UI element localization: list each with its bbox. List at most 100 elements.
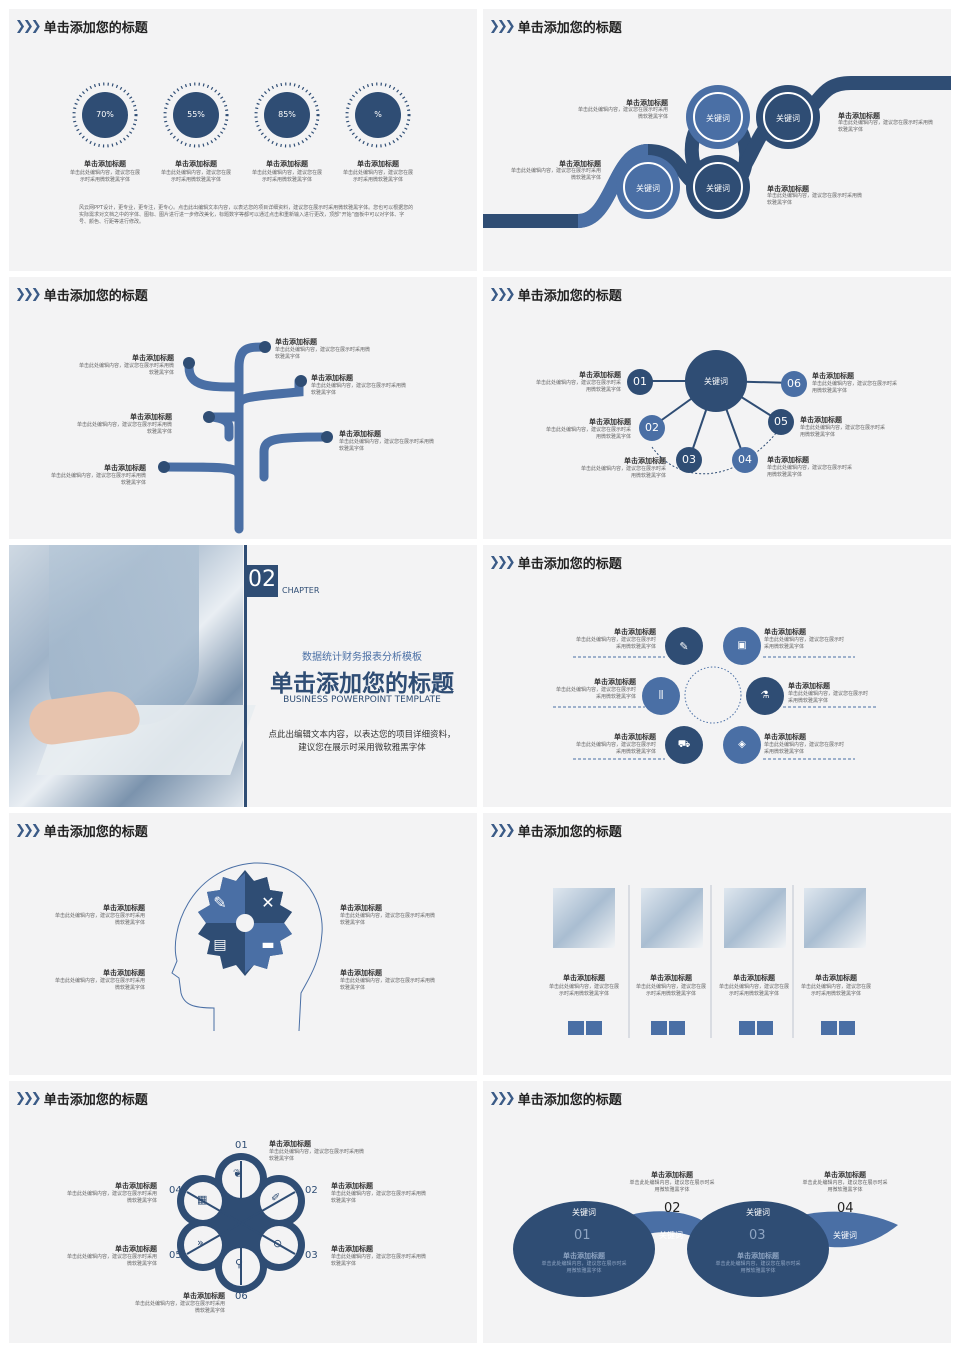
item-title: 单击添加标题 [183,1292,225,1300]
item-desc: 单击此处编辑内容，建议您在展示时采用微软雅黑字体 [343,170,414,183]
item-title: 单击添加标题 [800,416,842,424]
keyword-label: 关键词 [636,184,660,193]
node-number: 01 [633,375,647,388]
item-title: 单击添加标题 [559,160,601,168]
item-desc: 单击此处编辑内容，建议您在展示时采用微软雅黑字体 [838,120,934,133]
chevron-double-right-icon: ❯❯❯ [489,287,516,302]
slide-title-text: 单击添加您的标题 [43,21,148,36]
slide-title-text: 单击添加您的标题 [517,289,622,304]
item-desc: 单击此处编辑内容，建议您在展示时采用微软雅黑字体 [55,913,146,926]
flower-number: 03 [305,1250,318,1261]
keyword-label: 关键词 [704,377,728,386]
item-desc: 单击此处编辑内容，建议您在展示时采用微软雅黑字体 [331,1254,427,1267]
item-title: 单击添加标题 [175,160,217,168]
book-icon: ▦ [197,1193,208,1206]
item-desc: 单击此处编辑内容，建议您在展示时采用微软雅黑字体 [767,193,863,206]
item-desc: 单击此处编辑内容，建议您在展示时采用微软雅黑字体 [575,742,656,755]
item-title: 单击添加标题 [130,413,172,421]
item-desc: 单击此处编辑内容，建议您在展示时采用微软雅黑字体 [511,168,602,181]
item-desc: 单击此处编辑内容，建议您在展示时采用微软雅黑字体 [135,1301,226,1314]
chapter-subtitle: 数据统计财务报表分析模板 [302,652,422,663]
slide-9[interactable]: ❯❯❯单击添加您的标题 ❦ ✐ ⊙ ⚲ » ▦ 01 02 03 04 05 0… [9,1081,477,1343]
item-desc: 单击此处编辑内容，建议您在展示时采用微软雅黑字体 [331,1191,427,1204]
slide-title: ❯❯❯单击添加您的标题 [489,17,622,36]
chevron-double-right-icon: ❯❯❯ [489,555,516,570]
slide-4[interactable]: ❯❯❯单击添加您的标题 关键词 01 02 03 04 05 06 单击添加标题… [483,277,951,539]
item-title: 单击添加标题 [594,678,636,686]
slide-title: ❯❯❯单击添加您的标题 [15,17,148,36]
chapter-body-line1: 点此出编辑文本内容，以表达您的项目详细资料， [268,730,456,740]
wave-path [483,76,951,228]
item-title: 单击添加标题 [624,457,666,465]
keyword-label: 关键词 [833,1231,857,1240]
item-title: 单击添加标题 [614,628,656,636]
item-title: 单击添加标题 [589,418,631,426]
item-title: 单击添加标题 [579,371,621,379]
node-number: 05 [774,415,788,428]
slide-title-text: 单击添加您的标题 [43,1093,148,1108]
slide-2[interactable]: ❯❯❯单击添加您的标题 关键词 关键词 关键词 关键词 单击添加标题 单击此处编… [483,9,951,271]
item-desc: 单击此处编辑内容，建议您在展示时采用微软雅黑字体 [800,425,886,438]
item-title: 单击添加标题 [340,904,382,912]
item-desc: 单击此处编辑内容，建议您在展示时采用微软雅黑字体 [764,742,845,755]
tree-diagram [158,341,333,534]
slide-title-text: 单击添加您的标题 [517,557,622,572]
item-desc: 单击此处编辑内容，建议您在展示时采用微软雅黑字体 [275,347,371,360]
keyword-label: 关键词 [706,114,730,123]
folder-icon: ▬ [261,937,275,953]
item-desc: 单击此处编辑内容，建议您在展示时采用微软雅黑字体 [636,984,707,997]
item-title: 单击添加标题 [104,464,146,472]
clipboard-icon: ▤ [213,937,227,953]
pen-icon: ✎ [679,640,689,653]
step-number: 04 [837,1201,854,1216]
slide-7[interactable]: ❯❯❯单击添加您的标题 ✎ ✕ ▤ ▬ 单击添加标题 单击此处编辑内容，建议您在… [9,813,477,1075]
item-desc: 单击此处编辑内容，建议您在展示时采用微软雅黑字体 [575,637,656,650]
slide-1[interactable]: ❯❯❯单击添加您的标题 70% 55% 85% % 单击添加标题 单击添加标题 … [9,9,477,271]
slide-title: ❯❯❯单击添加您的标题 [15,285,148,304]
slide-title: ❯❯❯单击添加您的标题 [15,821,148,840]
photo-columns [553,885,866,1038]
forward-icon: » [197,1236,204,1249]
slide-title: ❯❯❯单击添加您的标题 [489,1089,622,1108]
item-desc: 单击此处编辑内容，建议您在展示时采用微软雅黑字体 [802,1180,888,1193]
item-desc: 单击此处编辑内容，建议您在展示时采用微软雅黑字体 [719,984,790,997]
item-title: 单击添加标题 [266,160,308,168]
oval-flow-diagram [513,1201,898,1297]
item-desc: 单击此处编辑内容，建议您在展示时采用微软雅黑字体 [788,691,869,704]
item-title: 单击添加标题 [767,456,809,464]
item-title: 单击添加标题 [115,1182,157,1190]
flower-diagram [177,1153,305,1293]
item-desc: 单击此处编辑内容，建议您在展示时采用微软雅黑字体 [629,1180,715,1193]
slide-10[interactable]: ❯❯❯单击添加您的标题 关键词 关键词 关键词 关键词 01 02 03 04 … [483,1081,951,1343]
chapter-number-box [244,565,278,597]
item-desc: 单击此处编辑内容，建议您在展示时采用微软雅黑字体 [340,978,436,991]
item-desc: 单击此处编辑内容，建议您在展示时采用微软雅黑字体 [764,637,845,650]
item-title: 单击添加标题 [824,1171,866,1179]
item-title: 单击添加标题 [115,1245,157,1253]
item-desc: 单击此处编辑内容，建议您在展示时采用微软雅黑字体 [581,466,667,479]
truck-icon: ⛟ [677,739,691,750]
item-title: 单击添加标题 [614,733,656,741]
oval-number: 03 [749,1228,766,1243]
item-desc: 单击此处编辑内容，建议您在展示时采用微软雅黑字体 [541,1261,627,1274]
slide-title: ❯❯❯单击添加您的标题 [15,1089,148,1108]
node-number: 03 [682,453,696,466]
flower-number: 06 [235,1291,248,1302]
slide-3[interactable]: ❯❯❯单击添加您的标题 单击添加标题 单击此处编辑内容，建议您在展示时采用微软雅… [9,277,477,539]
item-desc: 单击此处编辑内容，建议您在展示时采用微软雅黑字体 [767,465,853,478]
slide-5-chapter[interactable]: 02 CHAPTER 数据统计财务报表分析模板 单击添加您的标题 BUSINES… [9,545,477,807]
flower-number: 02 [305,1185,318,1196]
chapter-number: 02 [248,567,276,592]
item-desc: 单击此处编辑内容，建议您在展示时采用微软雅黑字体 [546,427,632,440]
feather-icon: ❦ [233,1167,243,1180]
keyword-label: 关键词 [572,1208,596,1217]
slide-6[interactable]: ❯❯❯单击添加您的标题 ✎ ▣ ⫼ ⚗ ⛟ ◈ 单击添加标题 单击此处编辑内容，… [483,545,951,807]
percent-1: 70% [96,110,114,119]
slide-8[interactable]: ❯❯❯单击添加您的标题 单击添加标题 单击此处编辑内容，建议您在展示时采用微软雅… [483,813,951,1075]
node-number: 06 [787,377,801,390]
chevron-double-right-icon: ❯❯❯ [489,823,516,838]
item-title: 单击添加标题 [767,185,809,193]
item-desc: 单击此处编辑内容，建议您在展示时采用微软雅黑字体 [311,383,407,396]
item-title: 单击添加标题 [626,99,668,107]
item-title: 单击添加标题 [103,969,145,977]
